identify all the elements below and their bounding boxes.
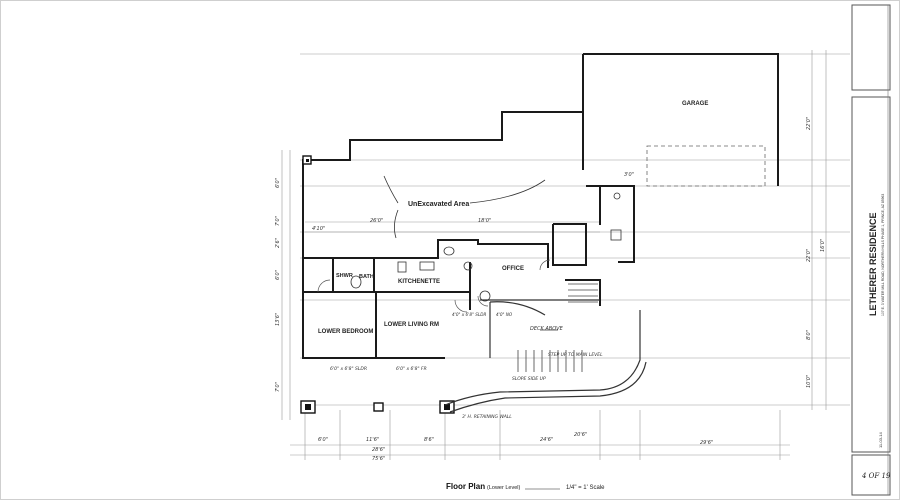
garage-door-outline: [646, 145, 766, 187]
dim-top-a: 4'10": [312, 226, 325, 232]
project-title: LETHERER RESIDENCE: [868, 212, 878, 316]
note-opening: 4'0" x 6'8" SLDR: [452, 312, 486, 317]
dim-bot-e: 20'6": [574, 432, 587, 438]
dim-bot-d: 24'6": [540, 437, 553, 443]
dim-right-b: 22'0": [806, 249, 812, 262]
dim-bot-g: 29'6": [700, 440, 713, 446]
dim-bot-total: 75'6": [372, 456, 385, 462]
room-kitchenette: KITCHENETTE: [398, 279, 440, 285]
room-shower: SHWR: [336, 273, 353, 279]
room-office: OFFICE: [502, 266, 524, 272]
dim-left-e: 13'6": [275, 313, 281, 326]
leader-arrows: [383, 175, 558, 331]
sheet-number: 4 OF 19: [861, 472, 891, 480]
dim-left-b: 7'0": [275, 216, 281, 226]
door-swings: [317, 259, 551, 313]
note-retaining-wall: 3' H. RETAINING WALL: [462, 414, 512, 420]
note-slope: SLOPE SIDE UP: [512, 376, 546, 382]
dim-left-d: 6'0": [275, 270, 281, 280]
walls: [302, 53, 779, 359]
deck-and-wall: [444, 299, 647, 413]
stair-treads: [517, 283, 598, 372]
dim-left-c: 2'6": [275, 238, 281, 248]
dim-right-e: 10'0": [806, 375, 812, 388]
room-garage: GARAGE: [682, 101, 708, 107]
dim-right-a: 22'0": [806, 117, 812, 130]
sheet-subtitle: (Lower Level): [487, 485, 520, 491]
sheet-date: 11-03-14: [878, 432, 883, 448]
note-cased: 4'0" NO: [496, 312, 513, 317]
fixtures: [350, 192, 622, 302]
dim-left-a: 6'0": [275, 178, 281, 188]
room-lower-living: LOWER LIVING RM: [384, 322, 439, 328]
dim-bot-f: 28'6": [372, 447, 385, 453]
sheet-title: Floor Plan: [446, 482, 485, 491]
room-unexcavated: UnExcavated Area: [408, 201, 469, 208]
dim-top-b: 26'0": [370, 218, 383, 224]
title-block: [851, 4, 891, 496]
dim-bot-c: 8'6": [424, 437, 434, 443]
dim-bot-b: 11'6": [366, 437, 379, 443]
dim-top-c: 18'0": [478, 218, 491, 224]
dim-left-f: 7'0": [275, 382, 281, 392]
note-door-b: 6'0" x 6'8" FR: [396, 366, 427, 372]
room-lower-bedroom: LOWER BEDROOM: [318, 329, 373, 335]
sheet-scale: 1/4" = 1' Scale: [566, 485, 605, 491]
column-cores: [305, 159, 450, 410]
dim-right-d: 8'0": [806, 330, 812, 340]
dim-right-f: 3'0": [624, 172, 634, 178]
note-door-a: 6'0" x 6'8" SLDR: [330, 366, 367, 372]
dim-bot-a: 6'0": [318, 437, 328, 443]
dim-right-c: 16'0": [820, 239, 826, 252]
note-deck-above: DECK ABOVE: [530, 326, 564, 332]
note-step-up: STEP UP TO MAIN LEVEL: [548, 352, 603, 358]
room-bath: BATH: [359, 274, 374, 280]
project-address: 107 E. 3 WATER MILL ROAD, NORTHERN HILLS…: [881, 194, 885, 316]
